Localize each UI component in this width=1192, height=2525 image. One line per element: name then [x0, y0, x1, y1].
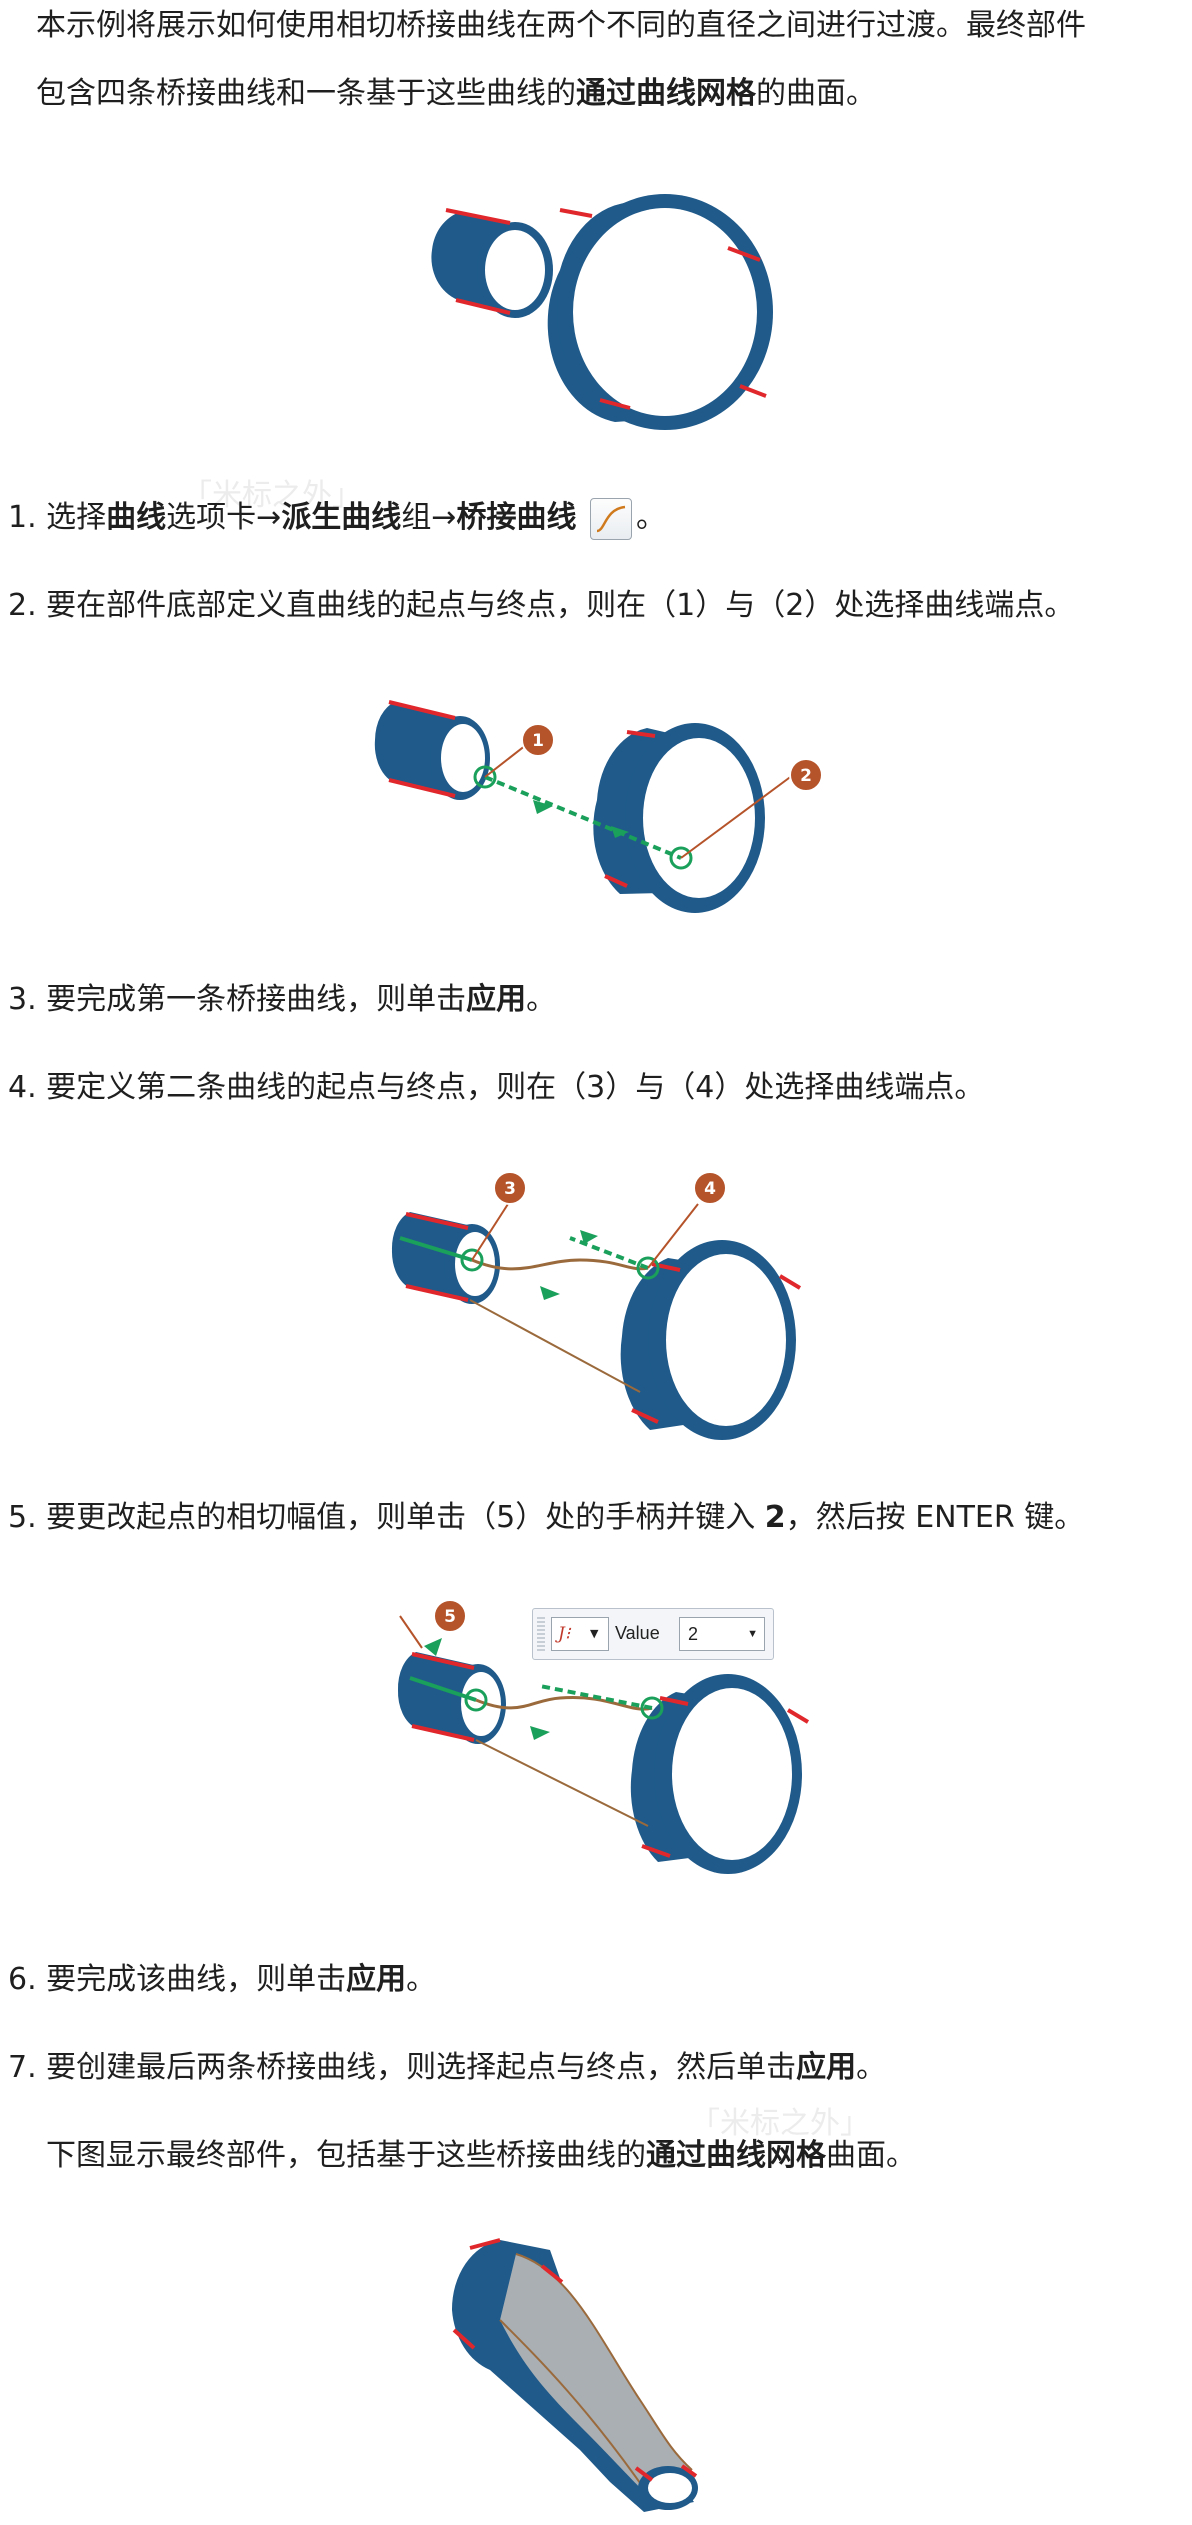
- watermark: 「米标之外」: [182, 478, 362, 513]
- svg-text:2: 2: [800, 766, 812, 786]
- svg-text:3: 3: [504, 1179, 516, 1199]
- chevron-down-icon: ▼: [747, 1628, 758, 1640]
- callout-2: 2: [788, 757, 824, 793]
- svg-text:1: 1: [532, 731, 544, 751]
- chevron-down-icon: ▼: [590, 1627, 599, 1640]
- callout-4: 4: [692, 1170, 728, 1206]
- step-3: 3. 要完成第一条桥接曲线，则单击应用。: [8, 982, 557, 1017]
- svg-text:5: 5: [444, 1607, 456, 1627]
- figure-cylinders: [410, 190, 790, 440]
- figure-step-2: [365, 680, 825, 940]
- value-label: Value: [615, 1623, 660, 1643]
- intro-line-1: 本示例将展示如何使用相切桥接曲线在两个不同的直径之间进行过渡。最终部件: [36, 8, 1086, 43]
- tangent-type-dropdown[interactable]: J⁝ ▼: [551, 1617, 609, 1651]
- intro-line-2: 包含四条桥接曲线和一条基于这些曲线的通过曲线网格的曲面。: [36, 76, 876, 111]
- step-5: 5. 要更改起点的相切幅值，则单击（5）处的手柄并键入 2，然后按 ENTER …: [8, 1500, 1085, 1535]
- value-input[interactable]: 2 ▼: [679, 1617, 765, 1651]
- bridge-curve-icon: [590, 497, 632, 540]
- watermark-2: 「米标之外」: [690, 2106, 870, 2141]
- callout-5: 5: [432, 1598, 468, 1634]
- figure-final-part: [430, 2220, 770, 2520]
- step-4: 4. 要定义第二条曲线的起点与终点，则在（3）与（4）处选择曲线端点。: [8, 1070, 985, 1105]
- tangent-icon: J⁝: [558, 1624, 571, 1644]
- figure-step-4: [380, 1160, 820, 1450]
- svg-text:4: 4: [704, 1179, 716, 1199]
- final-note: 下图显示最终部件，包括基于这些桥接曲线的通过曲线网格曲面。: [46, 2138, 916, 2173]
- figure-step-5: [380, 1590, 830, 1890]
- step-1: 1. 选择曲线选项卡→派生曲线组→桥接曲线 。: [8, 494, 666, 542]
- callout-3: 3: [492, 1170, 528, 1206]
- step-6: 6. 要完成该曲线，则单击应用。: [8, 1962, 437, 1997]
- step-7: 7. 要创建最后两条桥接曲线，则选择起点与终点，然后单击应用。: [8, 2050, 887, 2085]
- step-2: 2. 要在部件底部定义直曲线的起点与终点，则在（1）与（2）处选择曲线端点。: [8, 588, 1075, 623]
- value-popup: J⁝ ▼ Value 2 ▼: [532, 1608, 774, 1660]
- callout-1: 1: [520, 722, 556, 758]
- popup-grip[interactable]: [537, 1617, 545, 1651]
